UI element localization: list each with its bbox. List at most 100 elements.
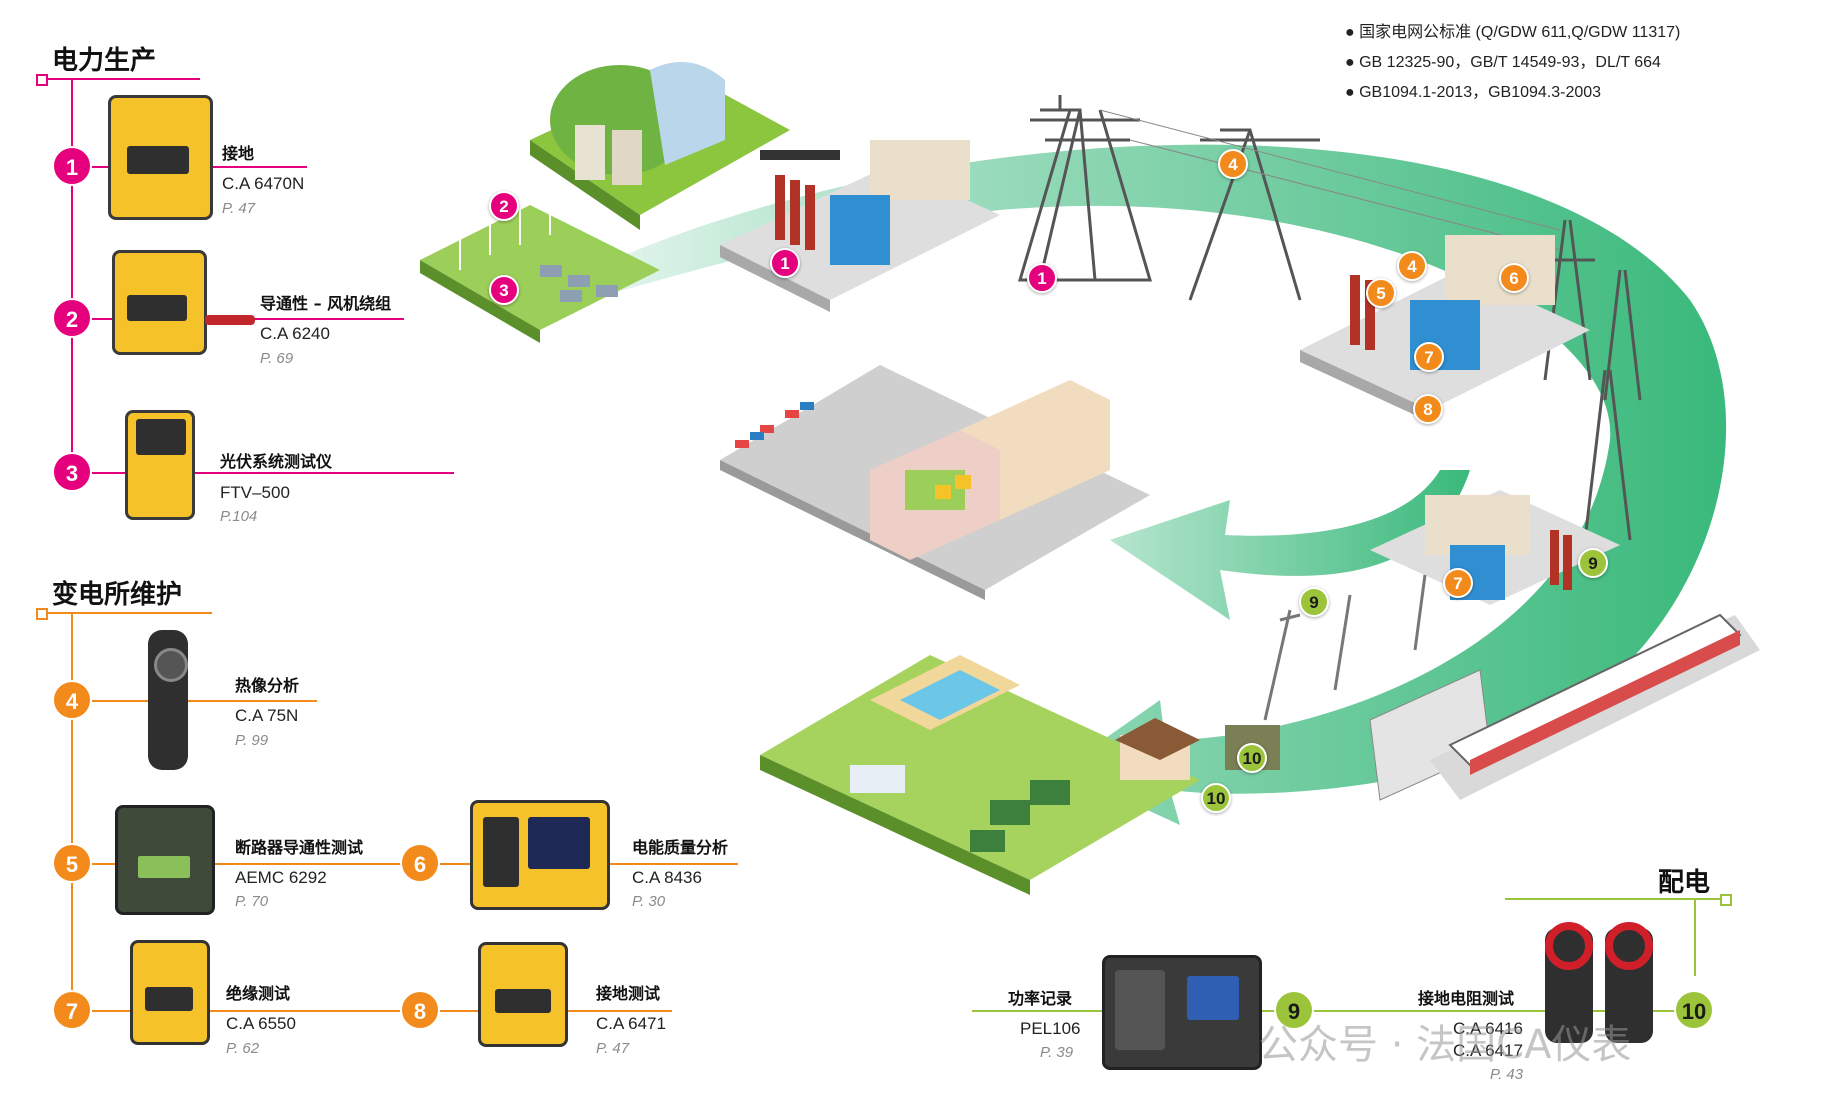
connector-line (972, 1010, 1700, 1012)
product-label: 导通性 – 风机绕组 (260, 294, 392, 313)
badge-9: 9 (1274, 990, 1314, 1030)
product-label: 接地 (222, 144, 255, 163)
power-plant-island (530, 62, 790, 230)
scene-marker-1: 1 (1027, 263, 1057, 293)
scene-marker-9: 9 (1578, 548, 1608, 578)
product-label: 接地测试 (596, 984, 661, 1003)
scene-marker-6: 6 (1499, 263, 1529, 293)
section-title-substation: 变电所维护 (52, 580, 183, 610)
earth-tester-device (478, 942, 568, 1047)
scene-marker-4: 4 (1218, 149, 1248, 179)
badge-5: 5 (52, 843, 92, 883)
section-marker (36, 74, 48, 86)
legend-item: ● GB 12325-90，GB/T 14549-93，DL/T 664 (1345, 54, 1661, 71)
product-model: C.A 75N (235, 706, 299, 725)
pv-tester-device (125, 410, 195, 520)
section-underline (40, 78, 200, 80)
product-page: P. 99 (235, 732, 269, 749)
section-connector (71, 614, 73, 1004)
section-marker (36, 608, 48, 620)
section-underline (1505, 898, 1725, 900)
factory-island (720, 365, 1150, 600)
scene-marker-1: 1 (770, 248, 800, 278)
badge-7: 7 (52, 990, 92, 1030)
scene-marker-7: 7 (1443, 568, 1473, 598)
legend-text: GB 12325-90，GB/T 14549-93，DL/T 664 (1359, 54, 1661, 71)
thermal-camera-device (148, 630, 188, 770)
substation-primary (720, 140, 1000, 312)
continuity-tester-device (112, 250, 207, 355)
product-page: P. 69 (260, 350, 294, 367)
product-label: 功率记录 (1008, 989, 1073, 1008)
scene-marker-5: 5 (1366, 278, 1396, 308)
legend-text: 国家电网公标准 (Q/GDW 611,Q/GDW 11317) (1359, 24, 1681, 41)
section-connector (1694, 900, 1696, 976)
product-label: 电能质量分析 (632, 838, 729, 857)
badge-3: 3 (52, 452, 92, 492)
product-page: P. 39 (1040, 1044, 1074, 1061)
connector-line (92, 472, 454, 474)
insulation-tester-device (130, 940, 210, 1045)
product-page: P. 70 (235, 893, 269, 910)
scene-marker-4: 4 (1397, 251, 1427, 281)
badge-4: 4 (52, 680, 92, 720)
connector-line (92, 1010, 400, 1012)
product-page: P. 30 (632, 893, 666, 910)
earth-tester-device (108, 95, 213, 220)
substation-secondary (1300, 235, 1590, 422)
legend-text: GB1094.1-2013，GB1094.3-2003 (1359, 84, 1602, 101)
product-model: C.A 6550 (226, 1014, 296, 1033)
product-model: C.A 6240 (260, 324, 330, 343)
section-title-production: 电力生产 (52, 46, 157, 76)
section-connector (71, 80, 73, 470)
badge-6: 6 (400, 843, 440, 883)
product-page: P.104 (220, 508, 258, 525)
wind-solar-island (420, 185, 660, 343)
product-label: 断路器导通性测试 (235, 838, 364, 857)
product-label: 接地电阻测试 (1418, 989, 1515, 1008)
utility-poles (1263, 574, 1427, 721)
badge-8: 8 (400, 990, 440, 1030)
section-marker (1720, 894, 1732, 906)
product-model: C.A 6470N (222, 174, 305, 193)
product-model: C.A 6471 (596, 1014, 666, 1033)
product-model: C.A 8436 (632, 868, 702, 887)
badge-10: 10 (1674, 990, 1714, 1030)
product-label: 热像分析 (235, 676, 300, 695)
scene-marker-9: 9 (1299, 587, 1329, 617)
connector-line (92, 863, 414, 865)
scene-marker-8: 8 (1413, 394, 1443, 424)
section-title-distribution: 配电 (1658, 868, 1711, 898)
resort-island (760, 655, 1200, 895)
product-label: 光伏系统测试仪 (220, 452, 333, 471)
product-page: P. 62 (226, 1040, 260, 1057)
legend-item: ● GB1094.1-2013，GB1094.3-2003 (1345, 84, 1602, 101)
breaker-tester-device (115, 805, 215, 915)
power-logger-device (1102, 955, 1262, 1070)
scene-marker-3: 3 (489, 275, 519, 305)
energy-flow-inner-arrow (1110, 470, 1470, 620)
product-model: FTV–500 (220, 483, 290, 502)
clamp-earth-tester-device (1605, 922, 1653, 1043)
product-model: AEMC 6292 (235, 868, 327, 887)
badge-1: 1 (52, 146, 92, 186)
power-quality-analyzer-device (470, 800, 610, 910)
scene-marker-10: 10 (1237, 743, 1267, 773)
train-station (1369, 613, 1760, 801)
scene-marker-2: 2 (489, 191, 519, 221)
product-model: PEL106 (1020, 1019, 1081, 1038)
substation-distribution (1370, 490, 1620, 605)
scene-marker-10: 10 (1201, 783, 1231, 813)
legend-item: ● 国家电网公标准 (Q/GDW 611,Q/GDW 11317) (1345, 24, 1681, 41)
product-page: P. 43 (1490, 1066, 1524, 1083)
connector-line (92, 700, 317, 702)
badge-2: 2 (52, 298, 92, 338)
test-clamp-lead (205, 315, 255, 325)
section-underline (40, 612, 212, 614)
product-page: P. 47 (596, 1040, 630, 1057)
clamp-earth-tester-device (1545, 922, 1593, 1043)
product-label: 绝缘测试 (226, 984, 291, 1003)
watermark-text: 公众号 · 法国CA仪表 (1258, 1022, 1632, 1068)
product-model: C.A 6416 (1453, 1019, 1523, 1038)
